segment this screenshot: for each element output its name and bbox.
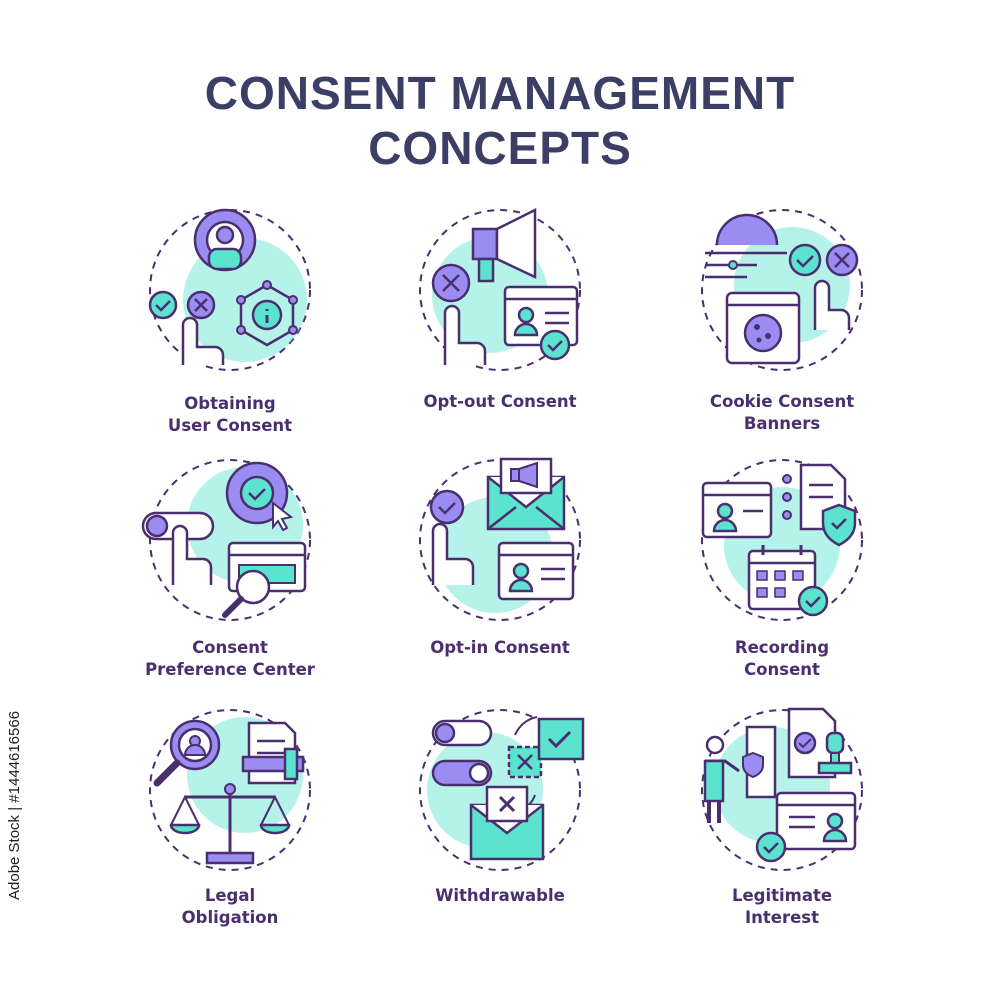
megaphone-reject-profile-icon	[419, 207, 581, 371]
concept-label: Opt-in Consent	[360, 637, 640, 659]
concept-label-line-2: Obligation	[181, 908, 279, 927]
title-line-2: CONCEPTS	[368, 122, 632, 174]
concept-label-line-1: Recording	[734, 638, 830, 657]
concept-label-line-1: Legitimate	[731, 886, 833, 905]
concept-label-line-2: Consent	[744, 660, 820, 679]
concept-tile-opt-out-consent: Opt-out Consent	[360, 205, 640, 445]
title-line-1: CONSENT MANAGEMENT	[204, 67, 796, 119]
concept-tile-legal-obligation: Legal Obligation	[90, 705, 370, 945]
concept-label: Obtaining User Consent	[90, 393, 370, 437]
concept-tile-cookie-consent-banners: Cookie Consent Banners	[642, 205, 922, 445]
concept-label-line-2: Preference Center	[145, 660, 315, 679]
concept-label: Recording Consent	[642, 637, 922, 681]
concept-label-line-1: Opt-in Consent	[430, 638, 570, 657]
concept-label: Cookie Consent Banners	[642, 391, 922, 435]
person-stamp-document-icon	[701, 707, 863, 871]
concept-tile-consent-preference-center: Consent Preference Center	[90, 455, 370, 695]
concept-label: Withdrawable	[360, 885, 640, 907]
cookie-window-gear-icon	[701, 209, 863, 371]
concept-label: Opt-out Consent	[360, 391, 640, 413]
watermark-text: Adobe Stock | #1444616566	[6, 710, 23, 900]
calendar-document-shield-icon	[701, 459, 863, 621]
gear-user-hand-network-icon	[148, 208, 311, 371]
concept-label-line-2: Interest	[744, 908, 819, 927]
concept-label: Legitimate Interest	[642, 885, 922, 929]
toggle-gear-magnifier-icon	[141, 459, 311, 621]
concept-label-line-1: Legal	[204, 886, 256, 905]
concept-tile-obtaining-user-consent: Obtaining User Consent	[90, 205, 370, 445]
scales-gavel-document-icon	[149, 709, 311, 871]
concept-tile-opt-in-consent: Opt-in Consent	[360, 455, 640, 695]
concept-tile-legitimate-interest: Legitimate Interest	[642, 705, 922, 945]
concept-label-line-1: Obtaining	[184, 394, 276, 413]
concept-label-line-1: Consent	[192, 638, 268, 657]
concept-label-line-2: Banners	[743, 414, 821, 433]
concept-label-line-1: Withdrawable	[435, 886, 565, 905]
concept-label-line-1: Cookie Consent	[709, 392, 855, 411]
concept-label: Consent Preference Center	[90, 637, 370, 681]
stock-watermark: Adobe Stock | #1444616566	[6, 711, 28, 900]
envelope-megaphone-check-icon	[419, 457, 581, 621]
page-title: CONSENT MANAGEMENT CONCEPTS	[0, 66, 1000, 176]
concept-label: Legal Obligation	[90, 885, 370, 929]
concept-label-line-1: Opt-out Consent	[423, 392, 577, 411]
concept-tile-withdrawable: Withdrawable	[360, 705, 640, 945]
concept-tile-recording-consent: Recording Consent	[642, 455, 922, 695]
concept-label-line-2: User Consent	[167, 416, 293, 435]
toggles-envelope-cross-icon	[419, 709, 585, 871]
